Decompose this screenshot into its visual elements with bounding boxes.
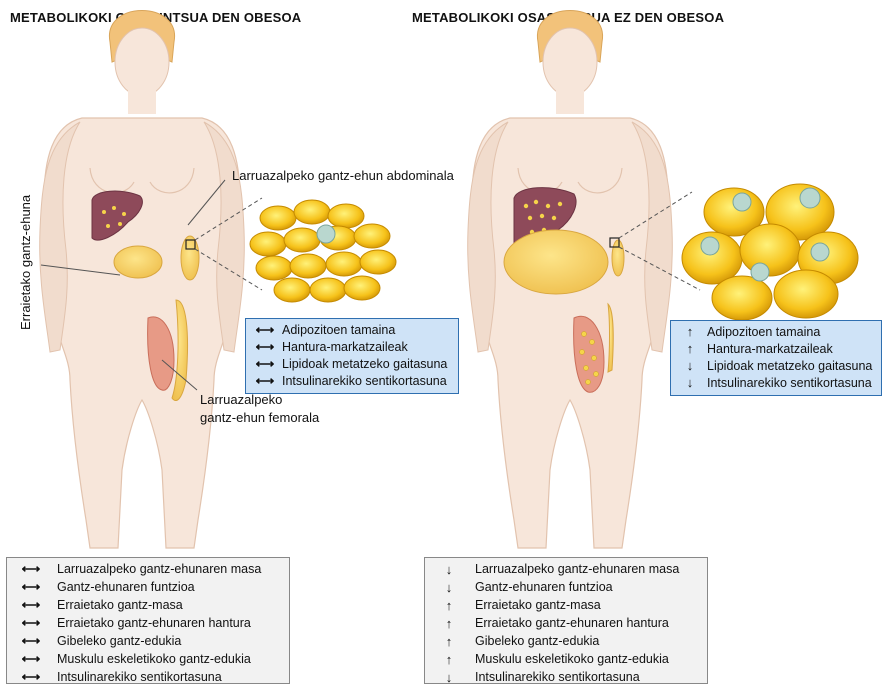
right-summary-box: ↓ Larruazalpeko gantz-ehunaren masa ↓ Gant…: [424, 557, 708, 684]
right-body: [468, 11, 673, 549]
left-right-arrow-icon: ⟷: [13, 633, 49, 649]
info-row: ⟷ Hantura-markatzaileak: [252, 338, 452, 355]
down-arrow-icon: ↓: [677, 358, 703, 373]
left-right-arrow-icon: ⟷: [252, 373, 278, 389]
down-arrow-icon: ↓: [677, 375, 703, 390]
summary-row: ⟷ Erraietako gantz-masa: [13, 596, 283, 614]
summary-row: ↓ Larruazalpeko gantz-ehunaren masa: [431, 560, 701, 578]
summary-row: ⟷ Gantz-ehunaren funtzioa: [13, 578, 283, 596]
left-right-arrow-icon: ⟷: [13, 579, 49, 595]
femoral-fat-label-line1: Larruazalpeko: [200, 392, 282, 408]
summary-row: ↑ Muskulu eskeletikoko gantz-edukia: [431, 650, 701, 668]
summary-text: Erraietako gantz-masa: [475, 598, 601, 612]
summary-text: Gibeleko gantz-edukia: [475, 634, 599, 648]
left-summary-box: ⟷ Larruazalpeko gantz-ehunaren masa ⟷ Gant…: [6, 557, 290, 684]
up-arrow-icon: ↑: [431, 652, 467, 667]
left-right-arrow-icon: ⟷: [13, 597, 49, 613]
down-arrow-icon: ↓: [431, 580, 467, 595]
info-text: Intsulinarekiko sentikortasuna: [707, 376, 872, 390]
summary-row: ⟷ Muskulu eskeletikoko gantz-edukia: [13, 650, 283, 668]
up-arrow-icon: ↑: [677, 324, 703, 339]
summary-text: Gibeleko gantz-edukia: [57, 634, 181, 648]
summary-row: ↑ Erraietako gantz-masa: [431, 596, 701, 614]
summary-text: Larruazalpeko gantz-ehunaren masa: [475, 562, 679, 576]
summary-text: Erraietako gantz-masa: [57, 598, 183, 612]
up-arrow-icon: ↑: [431, 616, 467, 631]
info-text: Adipozitoen tamaina: [282, 323, 395, 337]
down-arrow-icon: ↓: [431, 670, 467, 685]
info-text: Lipidoak metatzeko gaitasuna: [707, 359, 872, 373]
left-right-arrow-icon: ⟷: [252, 339, 278, 355]
small-adipocytes-icon: [250, 200, 396, 302]
info-row: ↓ Lipidoak metatzeko gaitasuna: [677, 357, 875, 374]
summary-text: Muskulu eskeletikoko gantz-edukia: [475, 652, 669, 666]
info-row: ↑ Adipozitoen tamaina: [677, 323, 875, 340]
summary-text: Erraietako gantz-ehunaren hantura: [57, 616, 251, 630]
visceral-fat-icon: [504, 230, 608, 294]
visceral-fat-icon: [114, 246, 162, 278]
summary-text: Intsulinarekiko sentikortasuna: [57, 670, 222, 684]
info-row: ↑ Hantura-markatzaileak: [677, 340, 875, 357]
summary-text: Intsulinarekiko sentikortasuna: [475, 670, 640, 684]
left-right-arrow-icon: ⟷: [252, 322, 278, 338]
info-row: ⟷ Adipozitoen tamaina: [252, 321, 452, 338]
left-right-arrow-icon: ⟷: [13, 669, 49, 685]
abdominal-fat-label: Larruazalpeko gantz-ehun abdominala: [232, 168, 454, 184]
summary-row: ↑ Gibeleko gantz-edukia: [431, 632, 701, 650]
left-right-arrow-icon: ⟷: [252, 356, 278, 372]
summary-text: Erraietako gantz-ehunaren hantura: [475, 616, 669, 630]
left-body: [40, 11, 245, 549]
left-adipocyte-info-box: ⟷ Adipozitoen tamaina ⟷ Hantura-markatzail…: [245, 318, 459, 394]
summary-text: Larruazalpeko gantz-ehunaren masa: [57, 562, 261, 576]
summary-text: Muskulu eskeletikoko gantz-edukia: [57, 652, 251, 666]
summary-row: ⟷ Larruazalpeko gantz-ehunaren masa: [13, 560, 283, 578]
summary-row: ↑ Erraietako gantz-ehunaren hantura: [431, 614, 701, 632]
info-row: ⟷ Intsulinarekiko sentikortasuna: [252, 372, 452, 389]
up-arrow-icon: ↑: [431, 634, 467, 649]
right-adipocyte-info-box: ↑ Adipozitoen tamaina ↑ Hantura-markatzail…: [670, 320, 882, 396]
info-text: Hantura-markatzaileak: [707, 342, 833, 356]
summary-text: Gantz-ehunaren funtzioa: [475, 580, 613, 594]
summary-row: ↓ Intsulinarekiko sentikortasuna: [431, 668, 701, 686]
info-row: ↓ Intsulinarekiko sentikortasuna: [677, 374, 875, 391]
info-text: Hantura-markatzaileak: [282, 340, 408, 354]
up-arrow-icon: ↑: [677, 341, 703, 356]
up-arrow-icon: ↑: [431, 598, 467, 613]
info-row: ⟷ Lipidoak metatzeko gaitasuna: [252, 355, 452, 372]
info-text: Intsulinarekiko sentikortasuna: [282, 374, 447, 388]
summary-row: ⟷ Erraietako gantz-ehunaren hantura: [13, 614, 283, 632]
left-right-arrow-icon: ⟷: [13, 651, 49, 667]
info-text: Lipidoak metatzeko gaitasuna: [282, 357, 447, 371]
left-right-arrow-icon: ⟷: [13, 561, 49, 577]
summary-row: ⟷ Intsulinarekiko sentikortasuna: [13, 668, 283, 686]
visceral-fat-label: Erraietako gantz-ehuna: [18, 195, 33, 330]
femoral-fat-label-line2: gantz-ehun femorala: [200, 410, 319, 426]
info-text: Adipozitoen tamaina: [707, 325, 820, 339]
summary-row: ⟷ Gibeleko gantz-edukia: [13, 632, 283, 650]
summary-row: ↓ Gantz-ehunaren funtzioa: [431, 578, 701, 596]
macrophage-icon: [317, 225, 335, 243]
down-arrow-icon: ↓: [431, 562, 467, 577]
summary-text: Gantz-ehunaren funtzioa: [57, 580, 195, 594]
left-right-arrow-icon: ⟷: [13, 615, 49, 631]
